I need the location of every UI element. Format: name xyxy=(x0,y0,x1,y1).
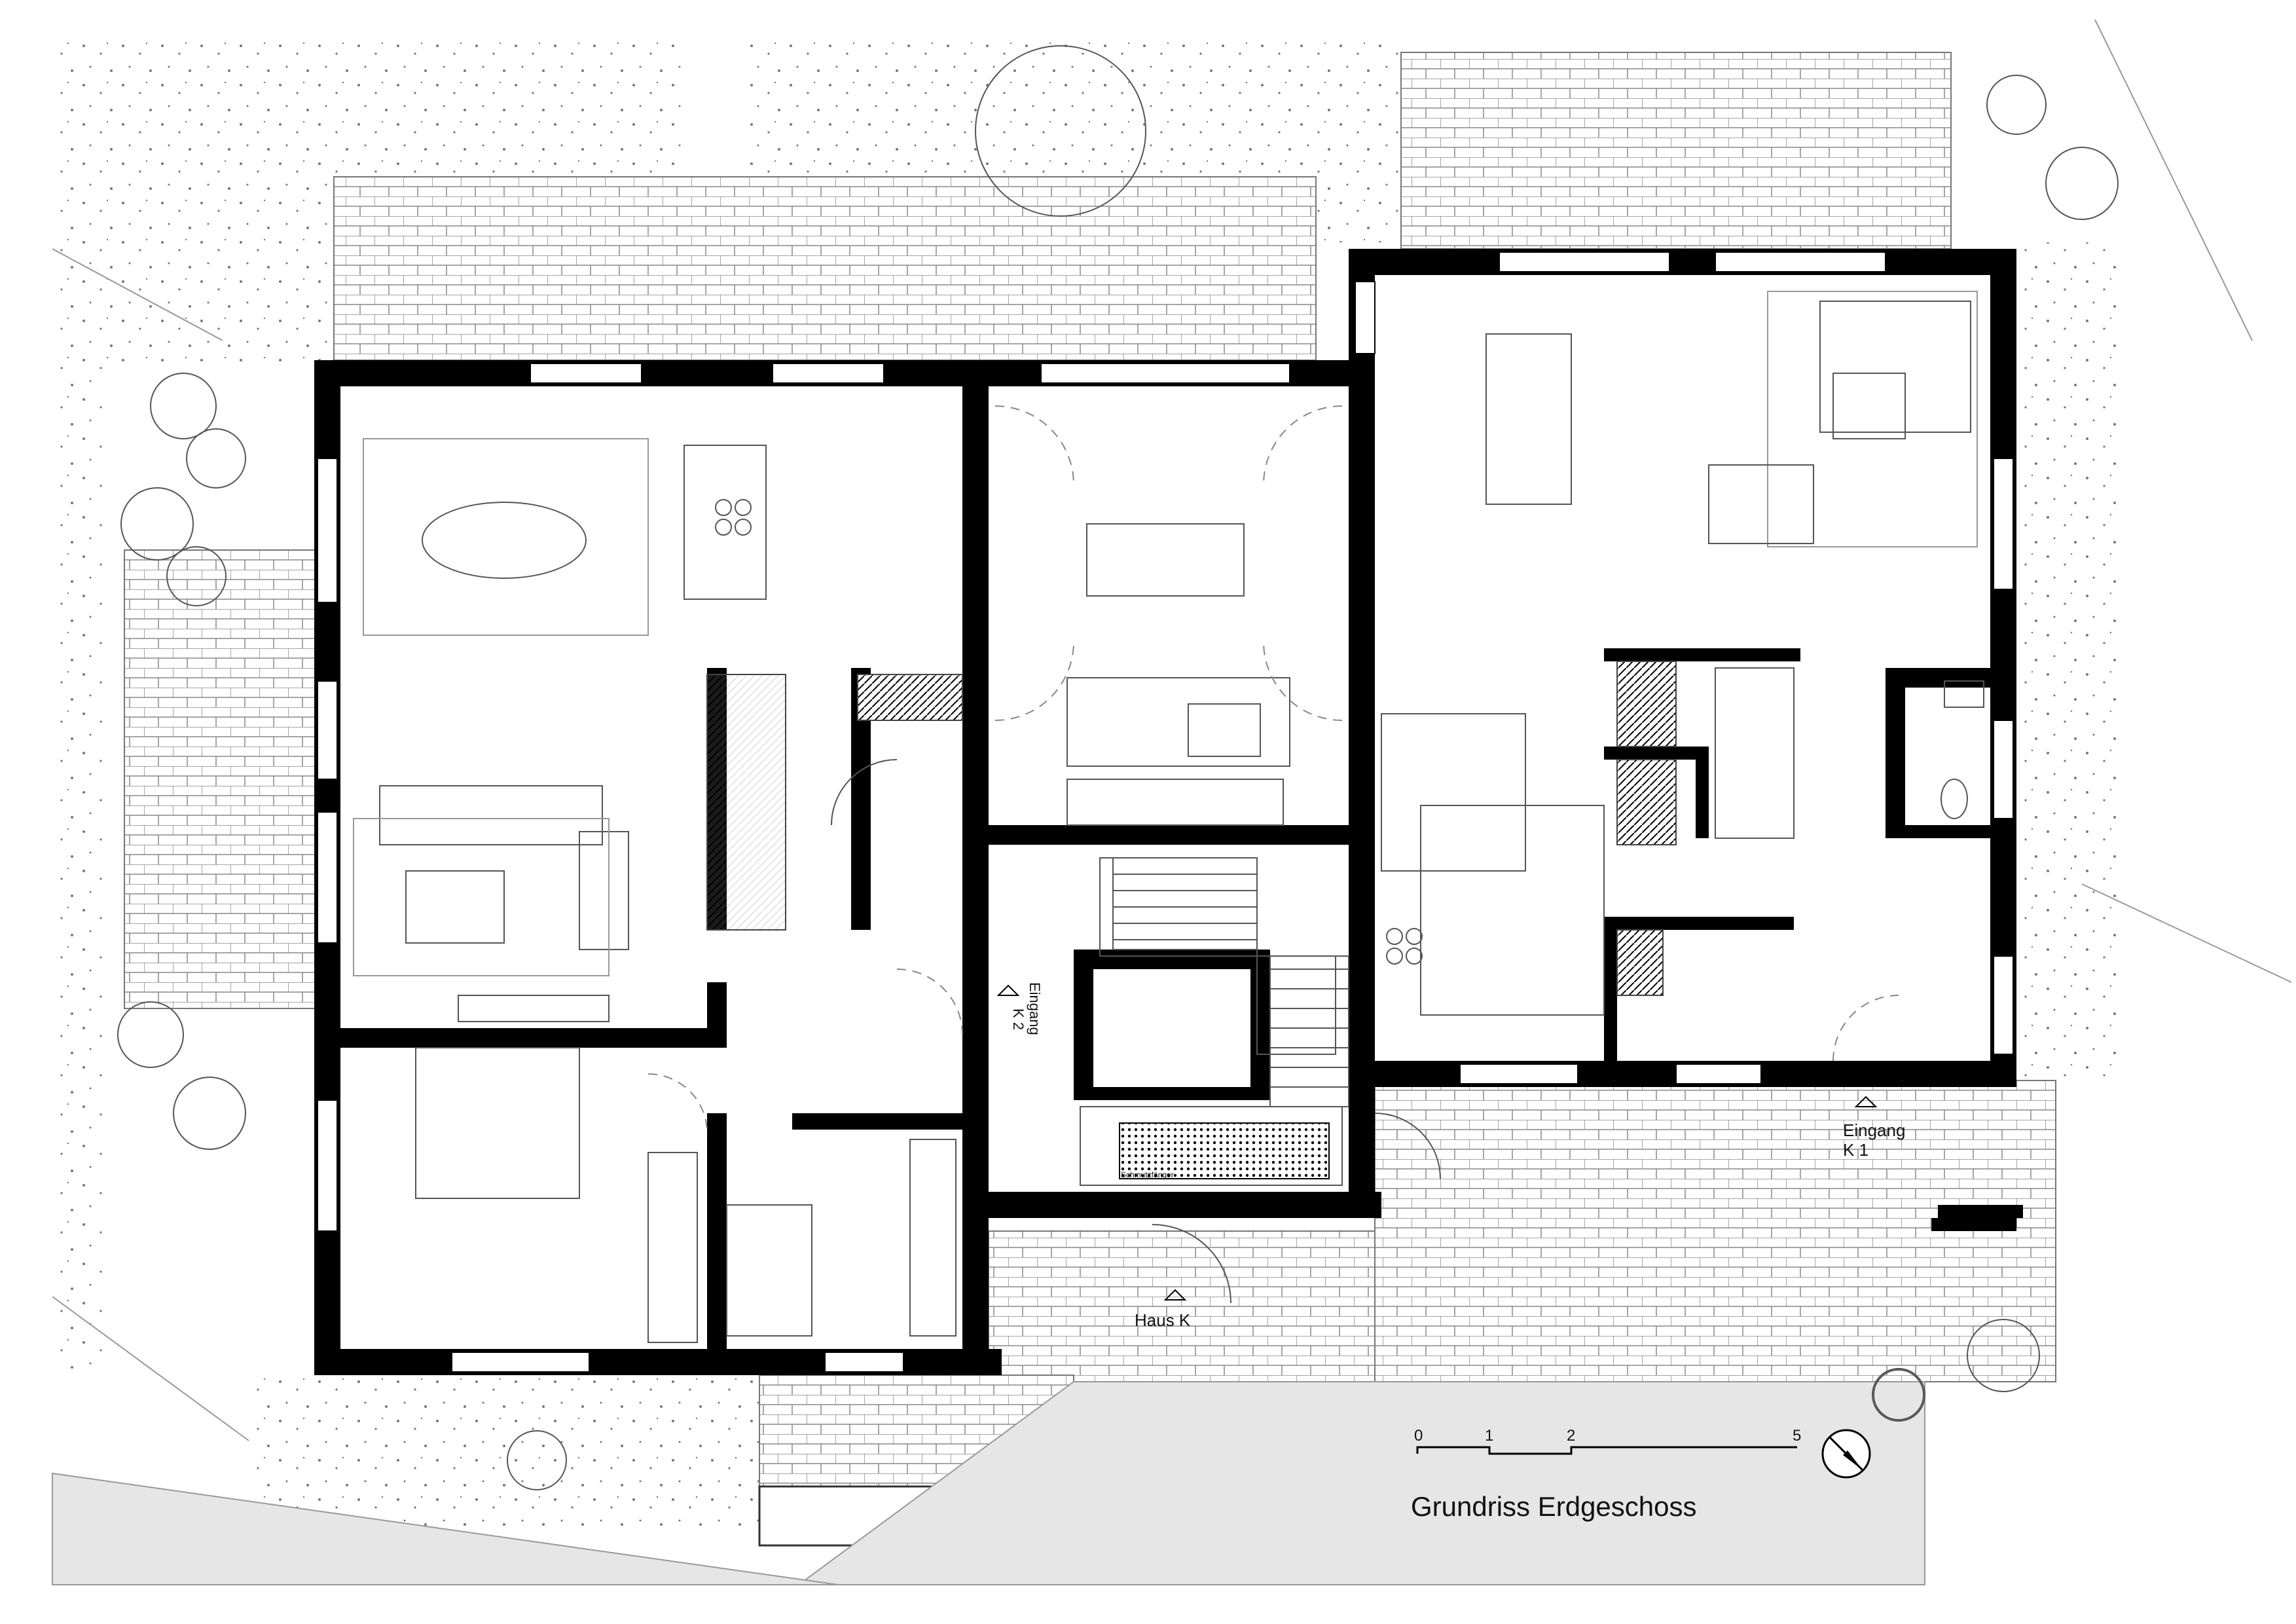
svg-text:Eingang: Eingang xyxy=(1843,1120,1905,1140)
entrance-haus-arrow-icon xyxy=(1163,1289,1187,1301)
trees xyxy=(117,45,2119,1490)
svg-text:K 1: K 1 xyxy=(1843,1140,1868,1160)
scale-tick-1: 1 xyxy=(1485,1427,1493,1445)
furniture-left xyxy=(353,438,963,1343)
staircase xyxy=(1112,857,1349,1107)
scale-bar: 0 1 2 5 xyxy=(1414,1427,1801,1455)
entrance-k1-arrow-icon xyxy=(1854,1096,1878,1107)
bin-stand xyxy=(1938,1205,2023,1218)
svg-text:Eingang: Eingang xyxy=(1027,982,1043,1035)
entrance-k1-label: Eingang K 1 xyxy=(1843,1096,1905,1160)
plan-title: Grundriss Erdgeschoss xyxy=(1411,1491,1697,1522)
mat-label: Schmutzfänger xyxy=(1121,1170,1174,1179)
entrance-haus-label: Haus K xyxy=(1135,1289,1191,1330)
svg-text:Haus K: Haus K xyxy=(1135,1310,1191,1330)
windows xyxy=(317,251,2014,1373)
terrace-paving xyxy=(124,52,2056,1547)
door-swings xyxy=(647,405,1899,1304)
furniture-middle xyxy=(1066,523,1343,1186)
entrance-k2-label: Eingang K 2 xyxy=(996,982,1043,1035)
scale-tick-0: 0 xyxy=(1414,1427,1423,1445)
manhole xyxy=(1872,1368,1925,1422)
scale-tick-5: 5 xyxy=(1793,1427,1801,1445)
svg-text:K 2: K 2 xyxy=(1010,1008,1027,1030)
scale-tick-2: 2 xyxy=(1567,1427,1575,1445)
road-area xyxy=(52,1381,1925,1585)
furniture-right xyxy=(1381,291,1984,1016)
entrance-k2-arrow-icon xyxy=(996,984,1020,996)
north-arrow-icon xyxy=(1821,1429,1871,1479)
